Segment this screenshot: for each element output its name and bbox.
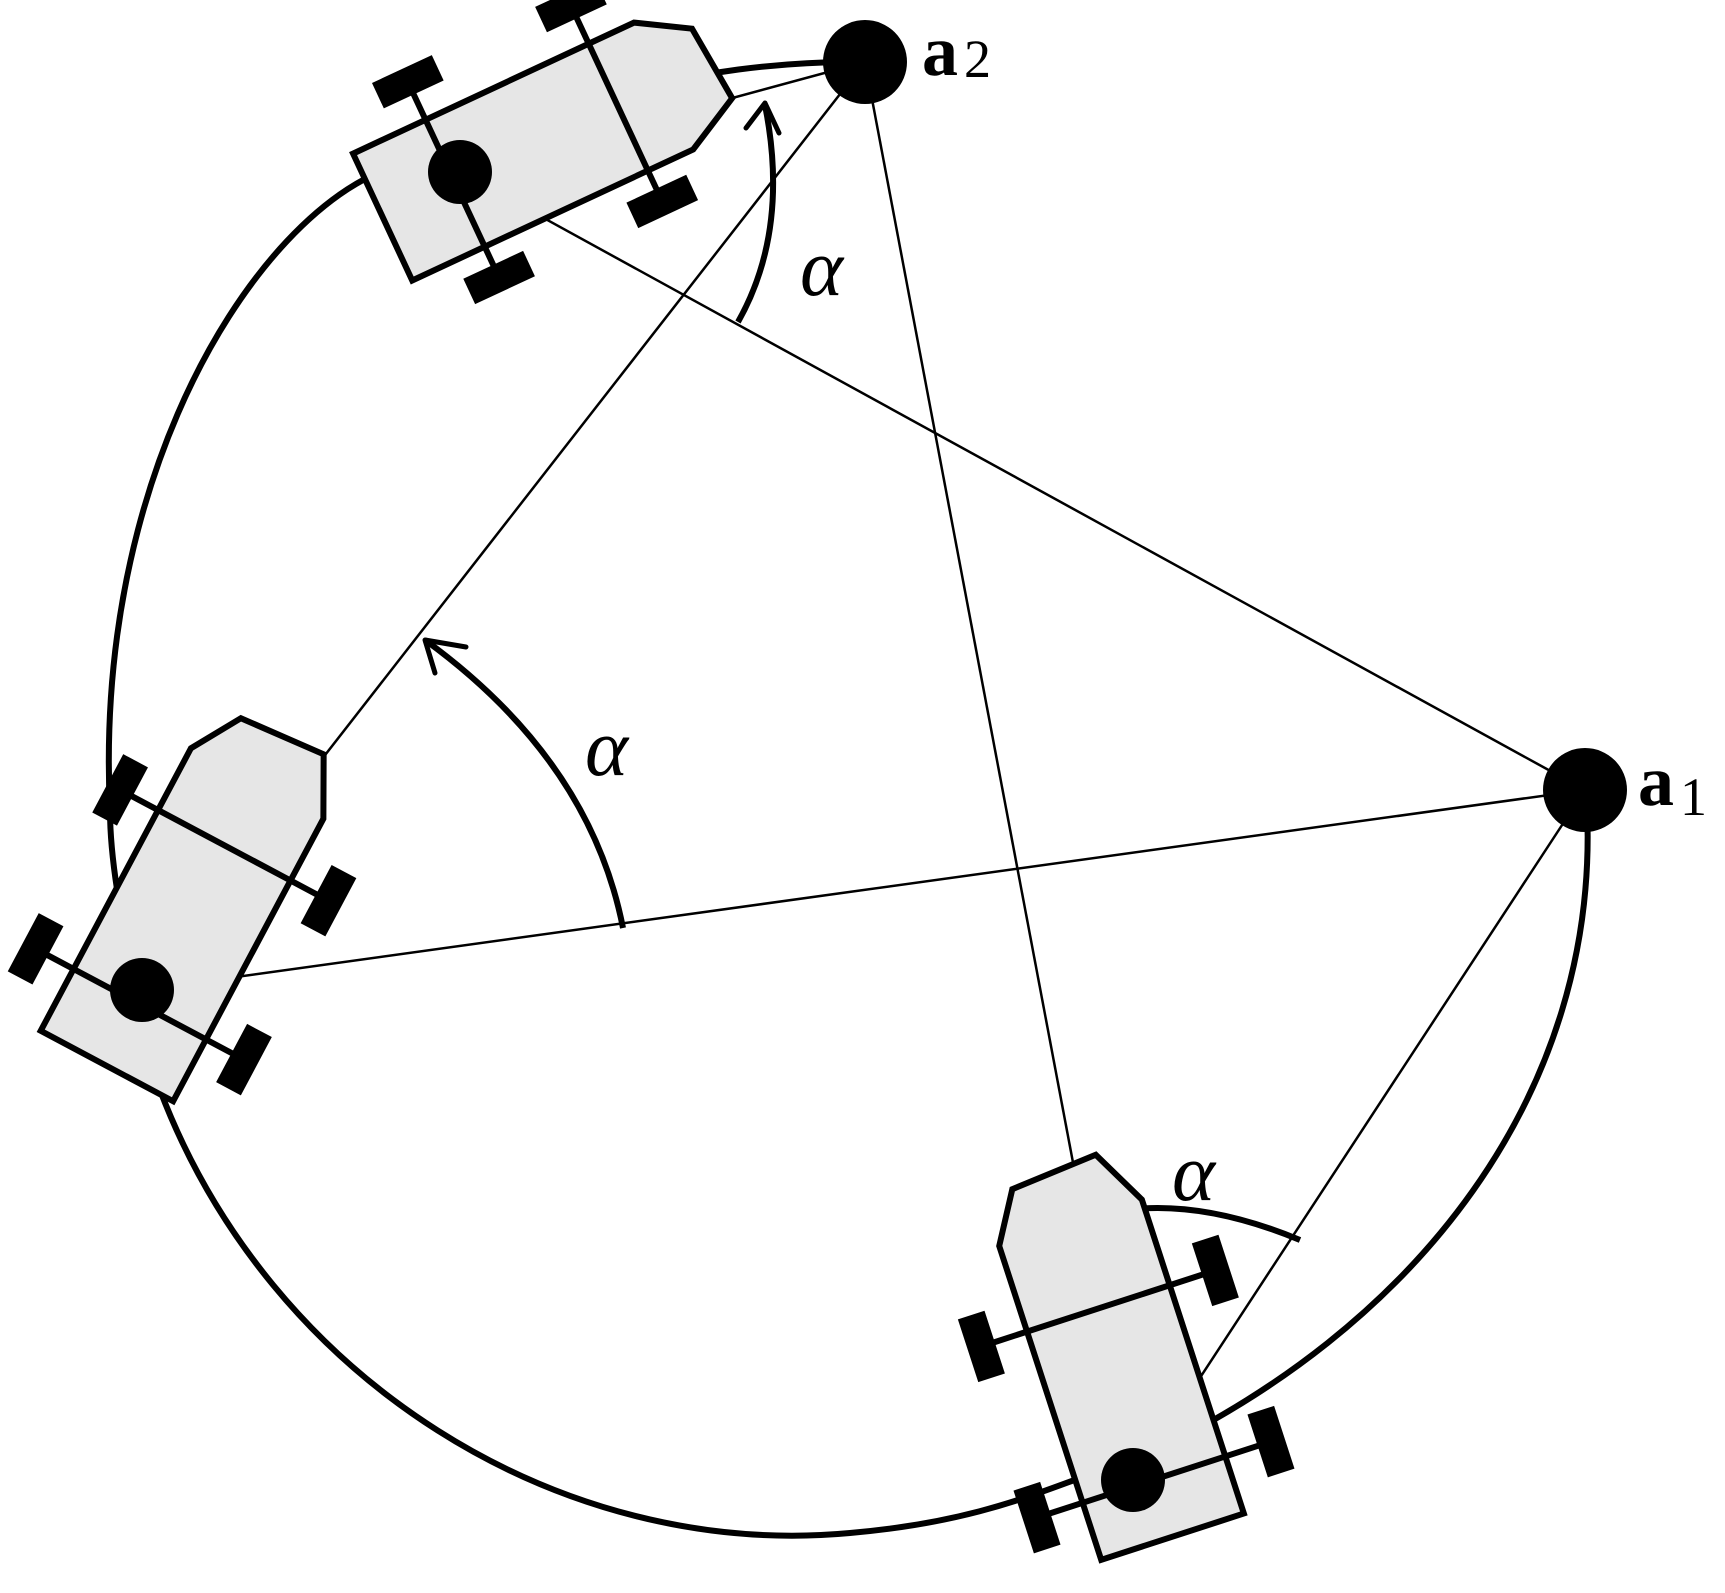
line-bottom-to-a1 [1131, 789, 1587, 1481]
wheel [1013, 1481, 1061, 1554]
arrowhead [743, 100, 782, 136]
arrowhead [422, 637, 469, 676]
anchor-a1 [1543, 748, 1627, 832]
wheel [463, 250, 535, 305]
wheel [535, 0, 607, 33]
line-left-to-a1 [141, 788, 1586, 992]
anchor-a2 [823, 20, 907, 104]
wheel [92, 754, 148, 826]
wheel [371, 55, 444, 109]
vehicle-body [996, 1151, 1248, 1564]
angle-arc-center [422, 637, 626, 929]
vehicle-left-position [110, 958, 174, 1022]
vehicle-body [36, 714, 327, 1106]
bearing-lines [141, 60, 1587, 1481]
angle-label-top: α [800, 222, 845, 313]
trajectory-path [105, 58, 1591, 1539]
wheel [957, 1310, 1005, 1383]
wheel [300, 864, 357, 937]
wheel [1191, 1234, 1239, 1307]
angle-label-bottom: α [1172, 1127, 1217, 1218]
vehicle-top-position [428, 140, 492, 204]
vehicle-top [349, 0, 736, 305]
vehicle-bottom [957, 1151, 1295, 1564]
wheel [7, 913, 64, 985]
vehicle-left [7, 714, 357, 1106]
wheel [1247, 1405, 1295, 1478]
vehicle-body [349, 19, 736, 285]
angle-arc-top [735, 100, 782, 324]
angle-label-center: α [585, 702, 630, 793]
line-top-to-a1 [459, 170, 1586, 792]
wheel [216, 1023, 272, 1096]
wheel [626, 174, 699, 229]
vehicle-bottom-position [1101, 1448, 1165, 1512]
